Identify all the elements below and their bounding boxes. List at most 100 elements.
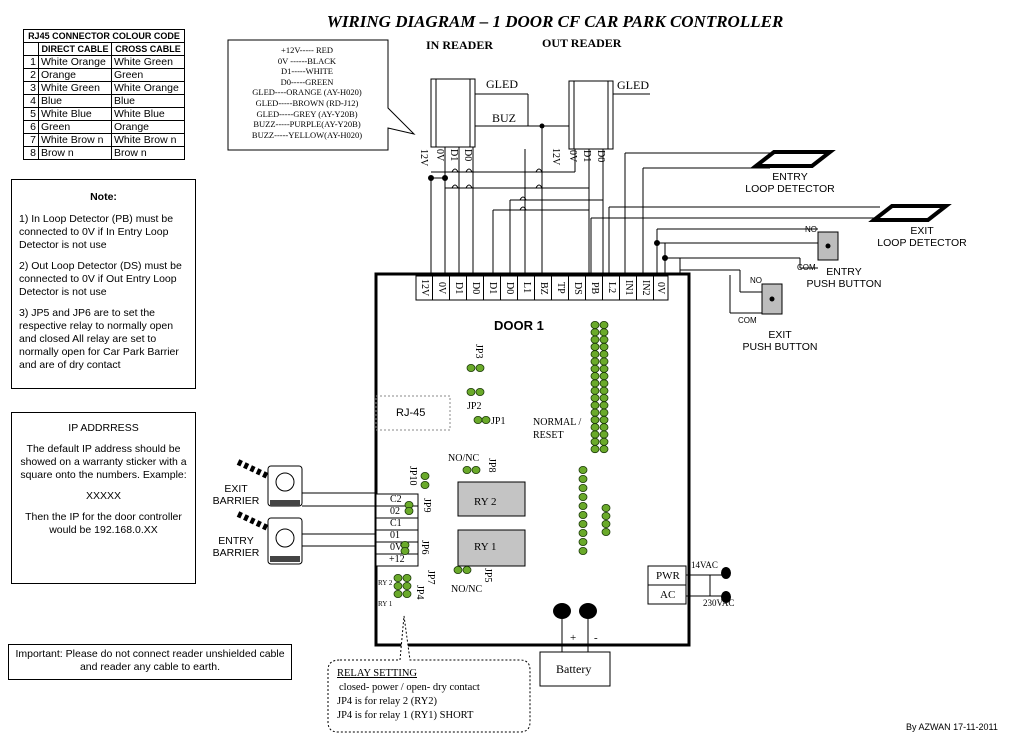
header-pin [601, 520, 611, 529]
terminal: DS [569, 276, 586, 300]
jumper-pin [466, 387, 476, 396]
header-pin [599, 320, 609, 329]
jumper-pin [462, 465, 472, 474]
jp5-label: JP5 [482, 568, 493, 583]
ip-title: IP ADDRRESS [68, 422, 139, 434]
entry-push-label: ENTRY PUSH BUTTON [806, 266, 882, 290]
header-pin [599, 342, 609, 351]
exit-barrier-symbol [236, 459, 303, 507]
important-notice: Important: Please do not connect reader … [8, 644, 292, 680]
out-reader-label: OUT READER [542, 36, 622, 50]
header-pin [590, 357, 600, 366]
jumper-pin [420, 480, 430, 489]
exit-barrier-label: EXIT BARRIER [212, 483, 260, 507]
jp6-label: JP6 [419, 540, 430, 555]
jp9-label: JP9 [421, 498, 432, 513]
header-pin [578, 483, 588, 492]
jumper-pin [420, 471, 430, 480]
ry-small-1: RY 1 [378, 600, 393, 608]
battery-label: Battery [556, 662, 592, 676]
relay-2 [457, 481, 526, 517]
relay-setting-line: JP4 is for relay 1 (RY1) SHORT [337, 710, 474, 721]
header-pin [599, 364, 609, 373]
terminal-strip [415, 275, 669, 301]
entry-loop-label: ENTRY LOOP DETECTOR [745, 171, 835, 195]
nonc-label-top: NO/NC [448, 453, 480, 464]
relay-terminal: 01 [390, 530, 400, 541]
header-pin [599, 445, 609, 454]
battery-plus: + [570, 632, 577, 644]
header-pin [578, 474, 588, 483]
relay-terminal: C2 [390, 494, 402, 505]
terminal: L1 [518, 276, 535, 300]
out-reader-pin: D0 [595, 150, 606, 163]
terminal: IN1 [620, 276, 637, 300]
header-pin [590, 342, 600, 351]
exit-loop-label: EXIT LOOP DETECTOR [877, 225, 967, 249]
terminal: 0V [655, 281, 666, 295]
entry-loop-detector-symbol [750, 150, 836, 168]
header-pin [590, 372, 600, 381]
battery-minus: - [594, 632, 598, 644]
author-credit: By AZWAN 17-11-2011 [906, 722, 998, 732]
header-pin [599, 430, 609, 439]
entry-barrier-label: ENTRY BARRIER [212, 535, 260, 559]
note-item: 3) JP5 and JP6 are to set the respective… [19, 307, 179, 371]
header-pin [590, 328, 600, 337]
terminal: D0 [501, 276, 518, 300]
legend-line: GLED----ORANGE (AY-H020) [252, 87, 362, 98]
header-pin [599, 437, 609, 446]
header-pin [599, 401, 609, 410]
header-pin [599, 408, 609, 417]
header-pin [601, 503, 611, 512]
header-pin [590, 379, 600, 388]
header-pin [578, 538, 588, 547]
in-reader-device [430, 78, 476, 148]
jp4-label: JP4 [414, 585, 425, 600]
header-pin [599, 350, 609, 359]
out-reader-pin: 0V [567, 150, 578, 163]
terminal: 0V [433, 276, 450, 300]
header-pin [590, 350, 600, 359]
terminal: D1 [484, 276, 501, 300]
relay-setting-note: RELAY SETTING closed- power / open- dry … [337, 667, 480, 723]
exit-push-button-symbol [761, 283, 783, 315]
gled-label-out: GLED [617, 78, 649, 92]
ac-label: AC [660, 589, 676, 601]
header-pin [590, 386, 600, 395]
relay-2-label: RY 2 [474, 496, 497, 508]
jumper-pin [453, 566, 463, 575]
header-pin [590, 393, 600, 402]
header-pin [578, 520, 588, 529]
header-pin [599, 357, 609, 366]
legend-line: D0-----GREEN [280, 76, 334, 87]
com-label-entry: COM [797, 263, 816, 272]
jumper-pin [393, 582, 403, 591]
legend-line: GLED-----BROWN (RD-J12) [255, 97, 359, 108]
jp2-label: JP2 [467, 401, 482, 412]
jumper-pin [404, 506, 414, 515]
jumper-pin [400, 547, 410, 556]
legend-line: 0V ------BLACK [277, 55, 337, 66]
legend-line: BUZZ-----YELLOW(AY-H020) [251, 129, 363, 140]
ip-paragraph: The default IP address should be showed … [20, 443, 187, 481]
rj45-table-header: RJ45 CONNECTOR COLOUR CODE [23, 29, 185, 43]
header-pin [599, 328, 609, 337]
header-pin [599, 423, 609, 432]
header-pin [590, 430, 600, 439]
header-pin [590, 401, 600, 410]
no-label-exit: NO [750, 276, 762, 285]
jp3-label: JP3 [473, 344, 484, 359]
terminal: PB [586, 276, 603, 300]
rj45-col-direct: DIRECT CABLE [38, 42, 112, 56]
header-pin [578, 501, 588, 510]
jumper-pin [471, 465, 481, 474]
header-pin [590, 445, 600, 454]
header-pin [599, 415, 609, 424]
